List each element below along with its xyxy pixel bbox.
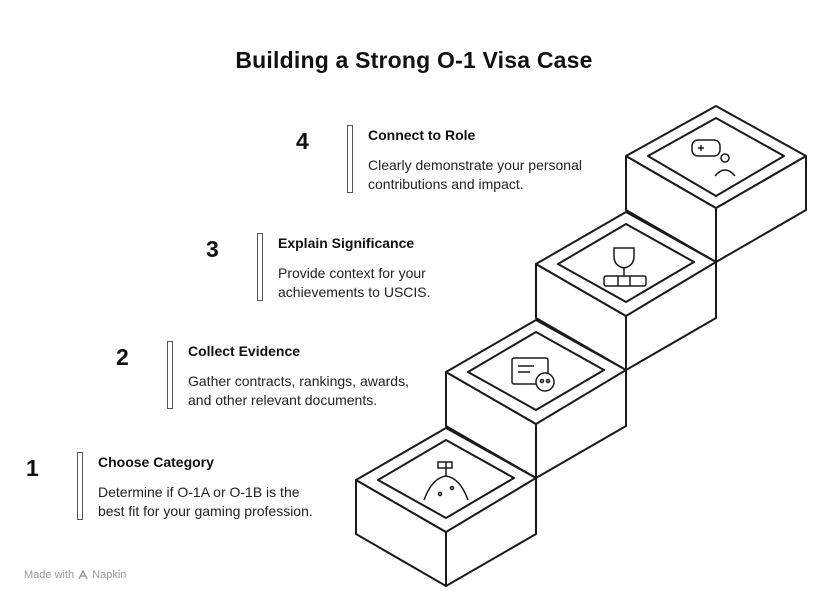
made-with-label: Made with [24, 569, 75, 581]
step-1-number: 1 [26, 455, 39, 481]
step-4-title: Connect to Role [368, 127, 476, 143]
step-3-title: Explain Significance [278, 235, 415, 251]
documents-skull-icon [511, 357, 555, 392]
diagram-title: Building a Strong O-1 Visa Case [235, 47, 593, 73]
step-2-desc-line-1: Gather contracts, rankings, awards, [188, 373, 409, 389]
step-4-description: Clearly demonstrate your personal contri… [368, 156, 628, 194]
step-1-title: Choose Category [98, 454, 214, 470]
step-3-desc-line-2: achievements to USCIS. [278, 284, 431, 300]
step-4-bar [347, 125, 353, 193]
step-1-desc-line-2: best fit for your gaming profession. [98, 503, 313, 519]
step-1-bar [77, 452, 83, 520]
napkin-brand: Napkin [92, 569, 127, 581]
step-2-title: Collect Evidence [188, 343, 301, 359]
step-2-number: 2 [116, 344, 129, 370]
step-2-description: Gather contracts, rankings, awards, and … [188, 372, 448, 410]
step-2-desc-line-2: and other relevant documents. [188, 392, 378, 408]
step-2-bar [167, 341, 173, 409]
step-4-number: 4 [296, 128, 309, 154]
step-1-desc-line-1: Determine if O-1A or O-1B is the [98, 484, 300, 500]
step-1-description: Determine if O-1A or O-1B is the best fi… [98, 483, 358, 521]
made-with-footer: Made with Napkin [24, 569, 126, 581]
step-3-bar [257, 233, 263, 301]
gamepad-person-icon [691, 139, 736, 177]
trophy-books-icon [603, 247, 647, 287]
step-3-number: 3 [206, 236, 219, 262]
signpost-hill-icon [423, 461, 469, 501]
step-3-desc-line-1: Provide context for your [278, 265, 426, 281]
step-4-desc-line-1: Clearly demonstrate your personal [368, 157, 582, 173]
step-4-desc-line-2: contributions and impact. [368, 176, 524, 192]
napkin-logo-icon [78, 569, 88, 580]
step-3-description: Provide context for your achievements to… [278, 264, 538, 302]
